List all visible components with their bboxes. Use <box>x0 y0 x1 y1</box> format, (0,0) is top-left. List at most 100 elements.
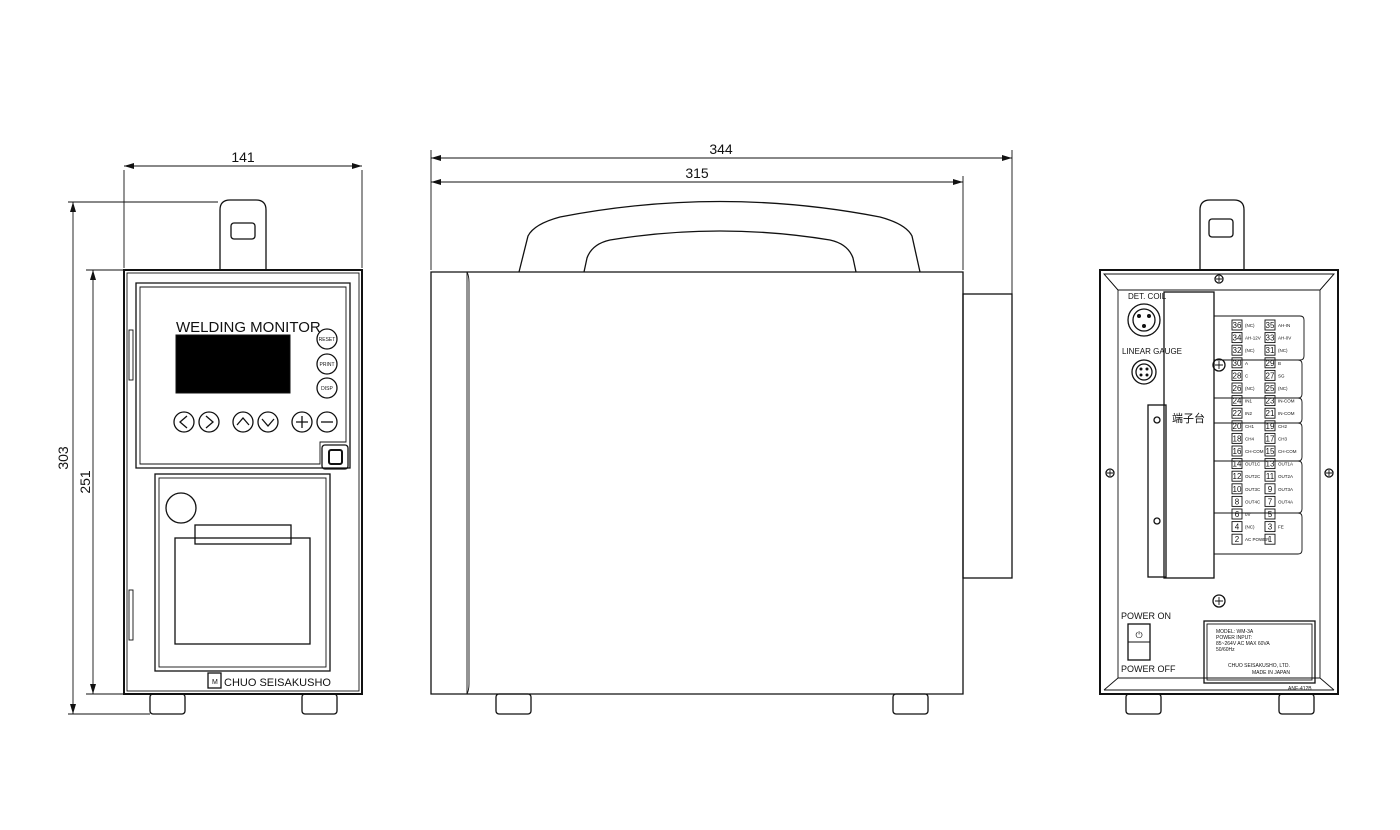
terminal-25-label: (NC) <box>1278 386 1288 391</box>
terminal-31-number: 31 <box>1266 346 1275 355</box>
carry-handle <box>518 200 921 273</box>
terminal-27-number: 27 <box>1266 371 1275 380</box>
terminal-32-label: (NC) <box>1245 348 1255 353</box>
linear-gauge-connector[interactable] <box>1131 359 1157 385</box>
terminal-15-label: CH-COM <box>1278 449 1297 454</box>
terminal-33-box <box>1264 332 1276 344</box>
terminal-4-number: 4 <box>1235 523 1240 532</box>
terminal-9-number: 9 <box>1268 485 1273 494</box>
terminal-6-label: 0V <box>1245 512 1251 517</box>
terminal-34-box <box>1231 332 1243 344</box>
det-coil-connector[interactable] <box>1127 303 1161 337</box>
screw-lower <box>1212 594 1226 608</box>
rear-terminal-cover-side <box>962 293 1013 579</box>
terminal-36-box <box>1231 319 1243 331</box>
welding-monitor-title: WELDING MONITOR <box>176 319 321 336</box>
terminal-13-label: OUT1A <box>1278 462 1293 467</box>
dimension-total-height: 303 <box>55 201 218 715</box>
terminal-26-box <box>1231 382 1243 394</box>
side-view <box>430 200 1013 715</box>
dim-344-label: 344 <box>709 141 733 157</box>
terminal-19-number: 19 <box>1266 422 1275 431</box>
terminal-1-number: 1 <box>1268 535 1273 544</box>
front-foot-left <box>149 693 186 715</box>
terminal-11-box <box>1264 470 1276 482</box>
up-key[interactable] <box>232 411 254 433</box>
terminal-24-box <box>1231 395 1243 407</box>
terminal-36-number: 36 <box>1233 321 1242 330</box>
nameplate-maker: CHUO SEISAKUSHO, LTD. <box>1228 663 1290 669</box>
terminal-20-number: 20 <box>1233 422 1242 431</box>
terminal-5-number: 5 <box>1268 510 1273 519</box>
side-body <box>430 271 964 695</box>
terminal-34-label: AH-12V <box>1245 336 1261 341</box>
front-hanger-tab <box>219 199 267 270</box>
terminal-7-box <box>1264 495 1276 507</box>
terminal-22-label: IN2 <box>1245 411 1253 416</box>
power-icon: ⏻ <box>1135 630 1142 640</box>
screw-top <box>1214 274 1224 284</box>
nameplate-origin: MADE IN JAPAN <box>1252 670 1290 676</box>
terminal-5-box <box>1264 508 1276 520</box>
terminal-19-label: CH2 <box>1278 424 1287 429</box>
terminal-35-box <box>1264 319 1276 331</box>
rear-foot-left <box>1125 693 1162 715</box>
terminal-32-box <box>1231 344 1243 356</box>
terminal-6-box <box>1231 508 1243 520</box>
terminal-9-box <box>1264 483 1276 495</box>
terminal-31-box <box>1264 344 1276 356</box>
reset-button[interactable]: RESET <box>316 328 338 350</box>
printer-knob[interactable] <box>165 492 197 524</box>
power-off-label: POWER OFF <box>1121 664 1176 674</box>
left-key[interactable] <box>173 411 195 433</box>
rear-hanger-tab <box>1199 199 1245 270</box>
terminal-10-number: 10 <box>1233 485 1242 494</box>
nameplate <box>1203 620 1316 684</box>
maker-logo-text: CHUO SEISAKUSHO <box>224 677 331 689</box>
terminal-22-box <box>1231 407 1243 419</box>
terminal-7-label: OUT4A <box>1278 499 1293 504</box>
terminal-11-number: 11 <box>1266 472 1275 481</box>
front-foot-right <box>301 693 338 715</box>
terminal-14-label: OUT1C <box>1245 462 1261 467</box>
terminal-14-box <box>1231 458 1243 470</box>
minus-key[interactable] <box>316 411 338 433</box>
terminal-7-number: 7 <box>1268 497 1273 506</box>
svg-text:DISP: DISP <box>321 386 333 392</box>
terminal-25-box <box>1264 382 1276 394</box>
plus-key[interactable] <box>291 411 313 433</box>
terminal-35-label: AH-IN <box>1278 323 1290 328</box>
dimension-side-body-width: 315 <box>431 165 964 270</box>
power-on-label: POWER ON <box>1121 611 1171 621</box>
screw-right <box>1324 468 1334 478</box>
right-key[interactable] <box>198 411 220 433</box>
terminal-27-label: SG <box>1278 373 1285 378</box>
terminal-18-label: CH4 <box>1245 436 1254 441</box>
terminal-8-number: 8 <box>1235 497 1240 506</box>
terminal-3-label: FE <box>1278 525 1284 530</box>
disp-button[interactable]: DISP <box>316 377 338 399</box>
print-button[interactable]: PRINT <box>316 353 338 375</box>
terminal-30-number: 30 <box>1233 359 1242 368</box>
terminal-34-number: 34 <box>1233 334 1242 343</box>
terminal-12-box <box>1231 470 1243 482</box>
front-switch[interactable] <box>321 444 349 470</box>
terminal-3-box <box>1264 521 1276 533</box>
nameplate-model: MODEL: WM-3A <box>1216 629 1254 635</box>
down-key[interactable] <box>257 411 279 433</box>
terminal-16-label: CH-COM <box>1245 449 1264 454</box>
terminal-12-number: 12 <box>1233 472 1242 481</box>
terminal-28-box <box>1231 369 1243 381</box>
hinge-upper <box>128 329 134 381</box>
dimension-body-height: 251 <box>77 269 124 695</box>
paper-slot <box>194 524 292 545</box>
power-switch[interactable]: ⏻ <box>1127 623 1151 661</box>
printer-door <box>174 537 311 645</box>
terminal-29-number: 29 <box>1266 359 1275 368</box>
dim-315-label: 315 <box>685 165 709 181</box>
terminal-17-number: 17 <box>1266 434 1275 443</box>
nameplate-voltage: 85~264V AC MAX 60VA <box>1216 641 1270 647</box>
det-coil-label: DET. COIL <box>1128 292 1167 301</box>
terminal-30-box <box>1231 357 1243 369</box>
